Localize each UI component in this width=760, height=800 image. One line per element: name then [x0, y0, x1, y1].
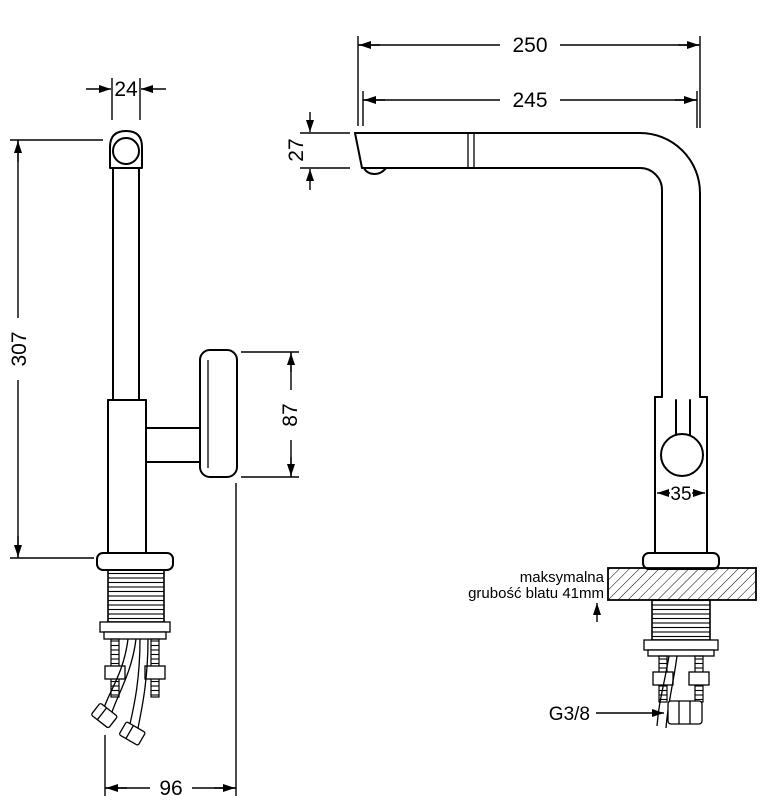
dim-top-width-label: 24 [114, 78, 138, 101]
supply-hose-a2 [111, 638, 137, 713]
dim-body-width-label: 35 [670, 484, 691, 505]
countertop-note-line1: maksymalna [520, 569, 605, 586]
dimensions-side-view: 24 307 87 96 [8, 78, 302, 800]
mounting-washer-front [643, 639, 719, 651]
threaded-shank-side [107, 569, 165, 623]
countertop-note-line2: grubość blatu 41mm [468, 585, 604, 602]
mounting-plate-front [647, 649, 715, 657]
mounting-nut-front-left [652, 671, 674, 686]
mounting-washer [99, 621, 171, 633]
hose-fitting-b [119, 721, 146, 746]
spout-tip-edge [354, 132, 363, 169]
mounting-hardware-front [643, 639, 719, 729]
thread-size-label: G3/8 [549, 704, 590, 725]
dim-overall-reach-label: 250 [512, 34, 547, 57]
handle-lever [199, 349, 238, 478]
dim-handle-length-label: 87 [279, 403, 302, 426]
supply-hose-b [129, 638, 141, 725]
faucet-side-view [91, 130, 238, 746]
supply-hose-a [103, 638, 129, 709]
mounting-nut-front-right [688, 671, 710, 686]
spout-outer-edge [354, 132, 701, 398]
dim-spout-height-label: 27 [285, 138, 308, 161]
aerator-outlet [363, 167, 387, 175]
mounting-nut-left [104, 665, 126, 680]
mounting-nut-right [144, 665, 166, 680]
mounting-plate [103, 631, 167, 640]
spout-ball-joint [112, 137, 140, 165]
faucet-front-view [354, 132, 757, 729]
dimensions-front-view: 250 245 27 35 maksymalna grubość blatu 4… [285, 34, 705, 725]
supply-hose-front-b [665, 655, 678, 729]
supply-hose-b2 [137, 638, 149, 729]
g38-hex-fitting [667, 700, 703, 725]
base-flange-side [96, 552, 174, 571]
dim-spout-reach-label: 245 [512, 89, 547, 112]
hose-fitting-a [91, 703, 118, 729]
base-flange-front [642, 552, 720, 570]
threaded-shank-front [651, 599, 711, 641]
spout-inner-edge [361, 167, 663, 398]
dim-base-span-label: 96 [159, 777, 182, 800]
dim-total-height-label: 307 [8, 331, 31, 366]
supply-hose-front-a [656, 655, 670, 727]
mounting-hardware-side [91, 621, 171, 746]
lever-knob [660, 433, 704, 477]
countertop-section [607, 567, 757, 601]
